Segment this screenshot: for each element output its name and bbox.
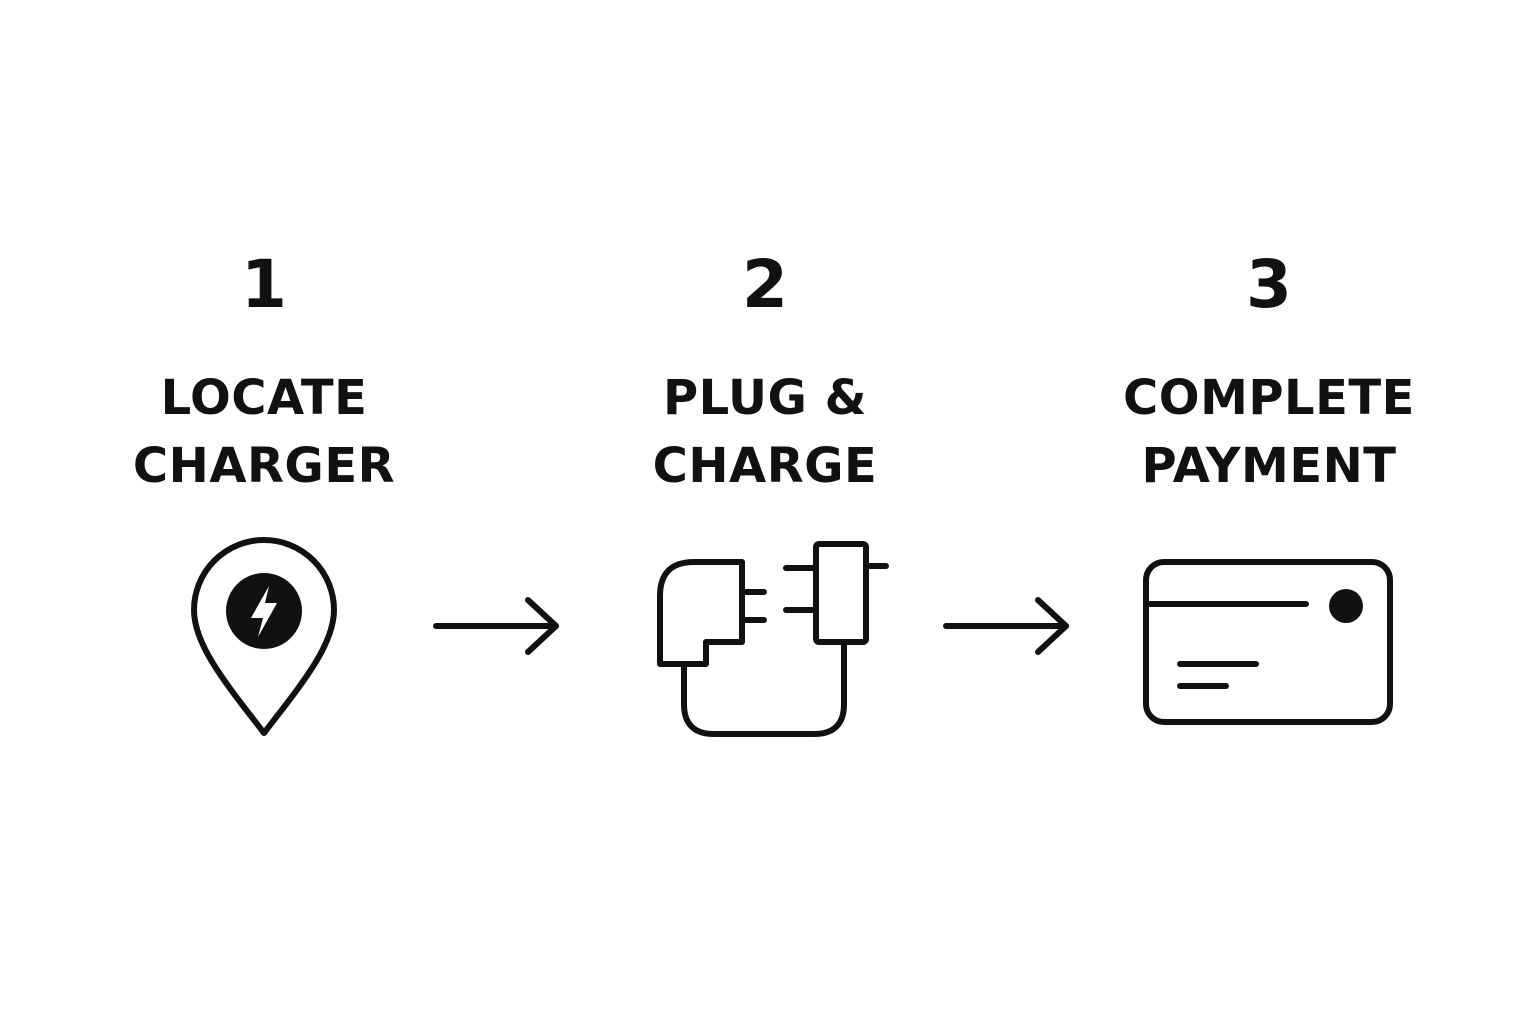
step-2-title-line-1: PLUG & <box>663 370 867 426</box>
step-1-title: LOCATE CHARGER <box>74 364 454 500</box>
step-3-number: 3 <box>1246 246 1292 323</box>
step-1-number: 1 <box>241 246 287 323</box>
arrow-right-icon <box>943 597 1069 655</box>
location-pin-bolt-icon <box>191 537 337 736</box>
step-2-number: 2 <box>742 246 788 323</box>
step-3-title-line-2: PAYMENT <box>1141 438 1397 494</box>
step-3-title-line-1: COMPLETE <box>1123 370 1415 426</box>
step-3-title: COMPLETE PAYMENT <box>1079 364 1459 500</box>
payment-card-icon <box>1143 559 1393 725</box>
arrow-right-icon <box>433 597 559 655</box>
step-2-title: PLUG & CHARGE <box>575 364 955 500</box>
step-2-title-line-2: CHARGE <box>652 438 878 494</box>
charging-plug-icon <box>657 541 889 737</box>
step-1-title-line-2: CHARGER <box>132 438 396 494</box>
step-1-title-line-1: LOCATE <box>160 370 368 426</box>
